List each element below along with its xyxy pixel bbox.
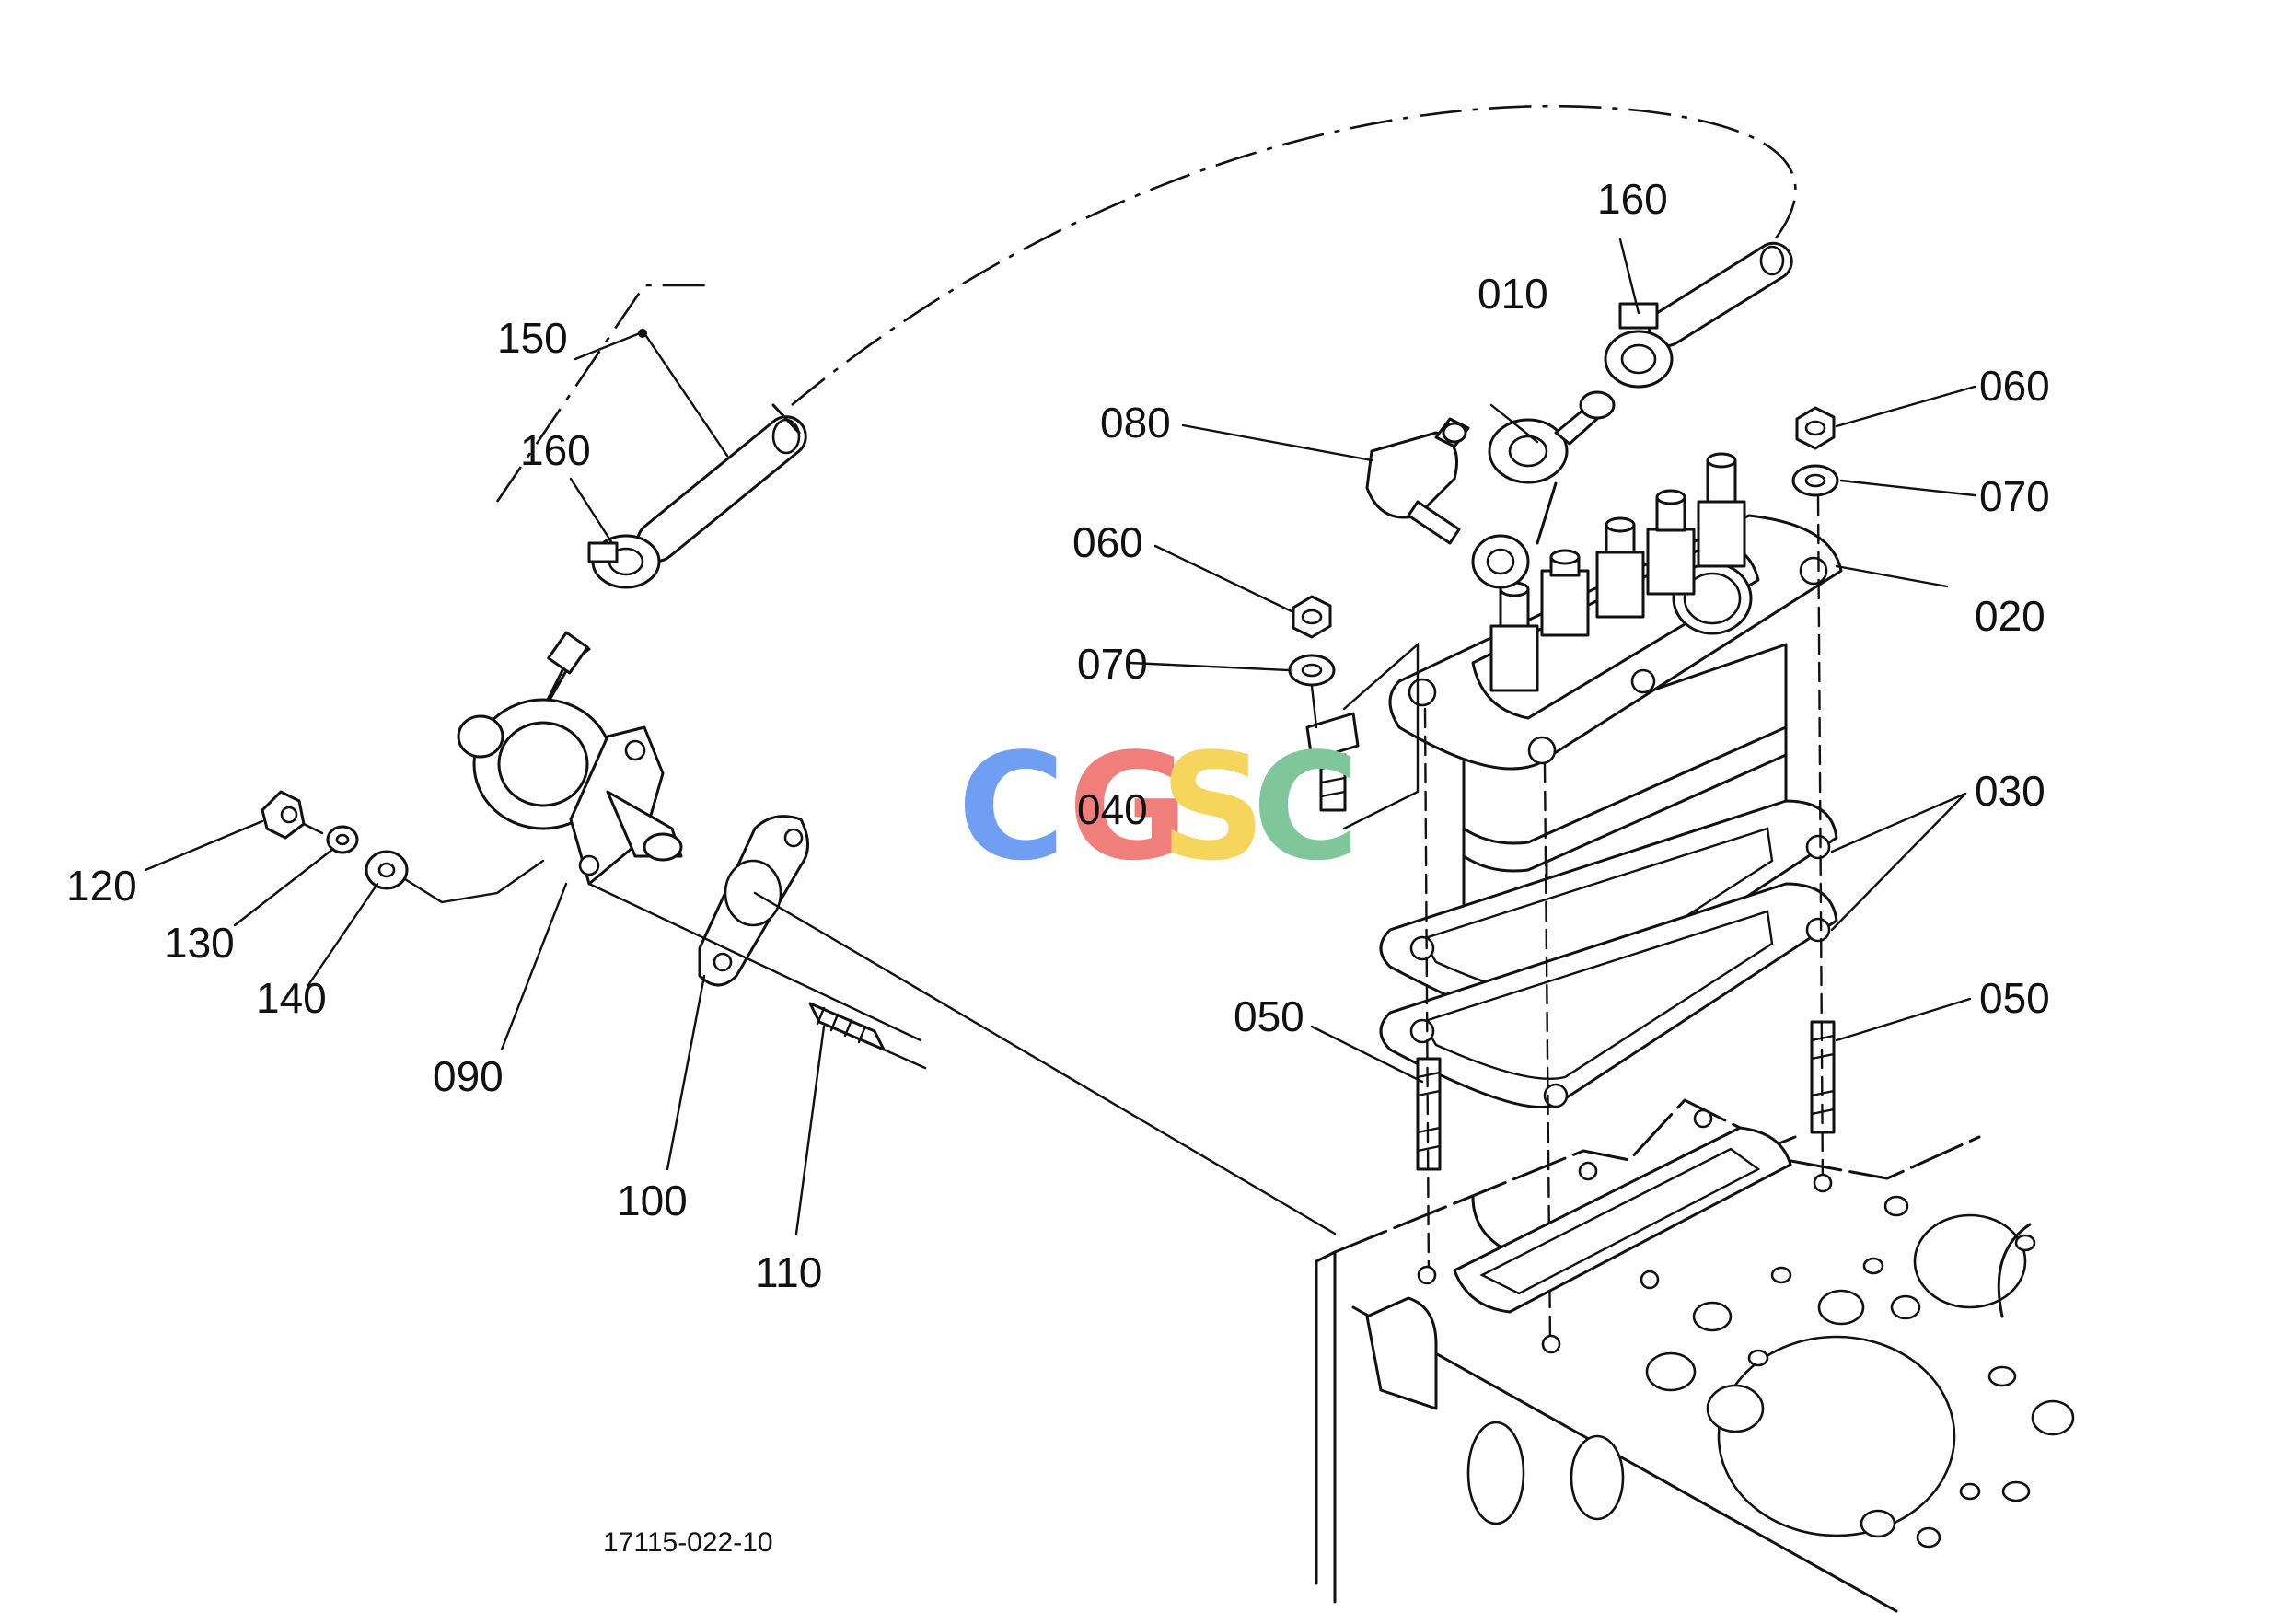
label-150: 150 [497,314,568,362]
connector-nut [1471,534,1530,589]
nut-060-right [1795,406,1836,450]
fitting-arrow [1536,481,1558,545]
pump-gasket [698,815,809,987]
label-060-left: 060 [1072,518,1143,566]
engine-block [1315,1098,2075,1613]
hose-clamp-left [587,534,661,589]
bolt-040 [1305,712,1360,812]
label-090: 090 [433,1052,504,1100]
hose-segment-left [636,403,807,563]
bolt-bracket-line [1342,642,1420,830]
watermark-letter-s: S [1160,721,1266,893]
nut-060-left [1292,595,1332,639]
label-050-left: 050 [1234,992,1304,1040]
part-labels: 010 020 030 040 050 050 060 060 070 070 … [66,175,2050,1296]
cgsc-watermark: C G S C [957,721,1360,893]
label-120: 120 [66,862,137,910]
nut-120 [261,790,306,840]
injection-pump [1388,452,1843,941]
hose-clamp-right [1604,302,1674,389]
label-080: 080 [1100,399,1171,447]
label-070-right: 070 [1979,472,2050,520]
washer-140 [365,850,409,890]
feed-pump-assembly [457,631,683,886]
label-010: 010 [1478,270,1548,318]
washer-130 [326,825,359,854]
drawing-number: 17115-022-10 [603,1527,773,1558]
banjo-fitting-010 [1488,390,1616,484]
label-160-left: 160 [520,426,591,474]
leader-dot [638,329,647,338]
banjo-bolt-080 [1365,417,1470,545]
label-020: 020 [1975,592,2045,640]
label-100: 100 [617,1177,688,1224]
label-130: 130 [164,919,235,967]
label-110: 110 [755,1248,822,1296]
hose-segment-right [1648,241,1793,347]
delivery-valves [1489,452,1746,692]
watermark-letter-c1: C [957,721,1065,893]
label-160-right: 160 [1597,175,1668,223]
label-040: 040 [1077,785,1148,833]
label-030: 030 [1975,767,2045,815]
label-140: 140 [256,974,327,1022]
washer-070-right [1791,464,1839,497]
label-070-left: 070 [1077,640,1148,688]
washer-070-left [1288,654,1336,687]
label-050-right: 050 [1979,974,2050,1022]
left-axis-lines [302,822,1337,1235]
watermark-letter-c2: C [1252,721,1360,893]
label-060-right: 060 [1979,362,2050,410]
watermark-letter-g: G [1068,721,1188,893]
leader-lines [144,238,1976,1235]
fuel-hose-line [495,104,1797,503]
